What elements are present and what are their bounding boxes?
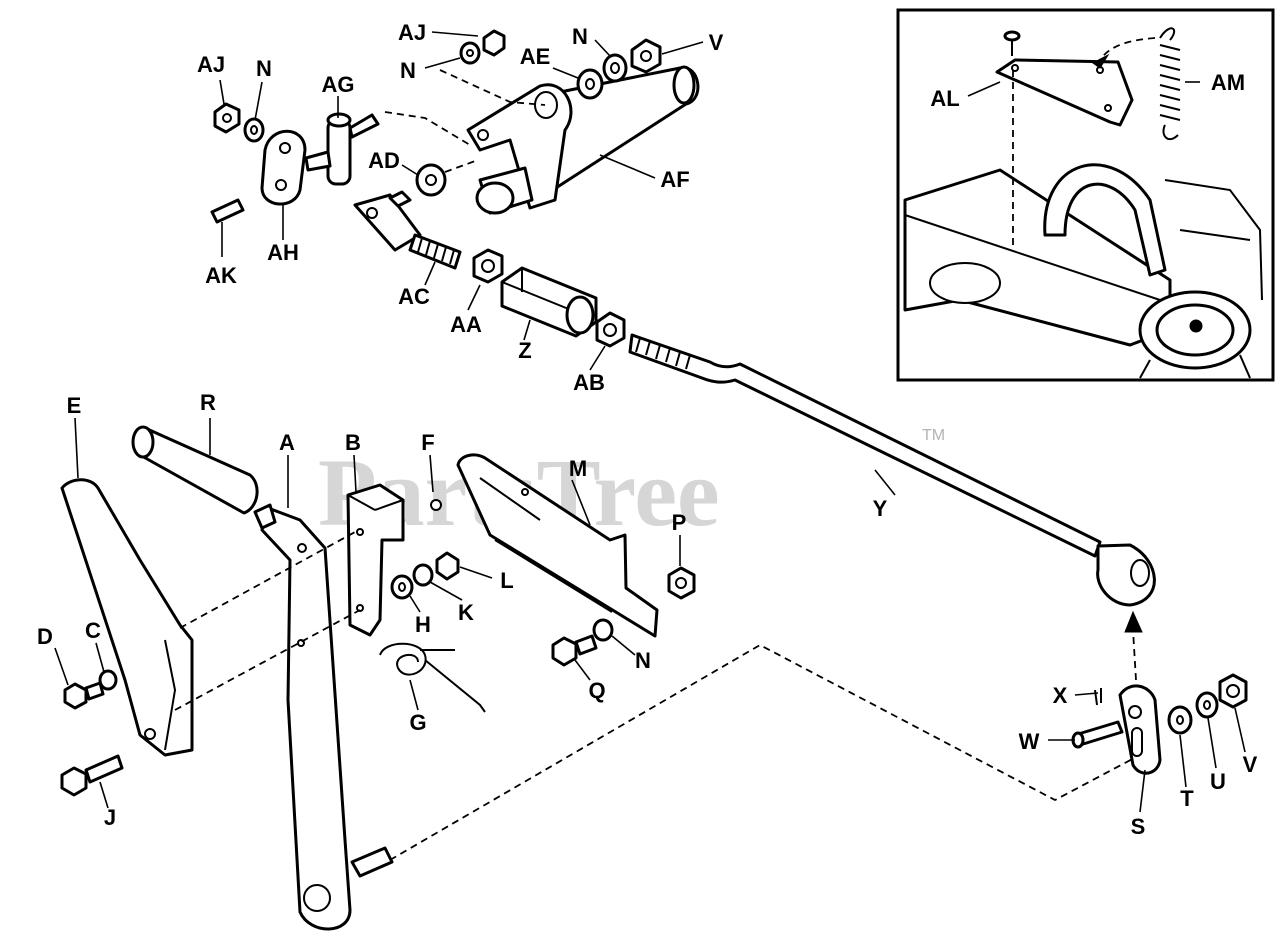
label-AC: AC bbox=[398, 284, 430, 309]
label-U: U bbox=[1210, 769, 1226, 794]
label-AE: AE bbox=[520, 44, 551, 69]
label-V-lower: V bbox=[1243, 752, 1258, 777]
label-AA: AA bbox=[450, 312, 482, 337]
label-AK: AK bbox=[205, 263, 237, 288]
label-N-lower: N bbox=[635, 648, 651, 673]
inset-detail: AL AM bbox=[896, 8, 1275, 382]
label-Y: Y bbox=[873, 496, 888, 521]
leader-lines bbox=[54, 31, 1246, 813]
label-AF: AF bbox=[660, 167, 689, 192]
label-B: B bbox=[345, 430, 361, 455]
label-J: J bbox=[104, 805, 116, 830]
watermark-trademark: TM bbox=[922, 427, 945, 444]
label-X: X bbox=[1053, 683, 1068, 708]
upper-shaft-assembly bbox=[210, 29, 700, 348]
label-N-right: N bbox=[572, 24, 588, 49]
label-V-top: V bbox=[709, 30, 724, 55]
label-G: G bbox=[409, 710, 426, 735]
lever-assembly bbox=[60, 425, 1141, 931]
link-S-hardware bbox=[1071, 610, 1248, 775]
label-E: E bbox=[67, 393, 82, 418]
label-AJ-left: AJ bbox=[197, 52, 225, 77]
rod-Y bbox=[628, 333, 1156, 607]
callout-labels: E R A B F M Y P D C J H K L G Q N X W S … bbox=[37, 20, 1258, 839]
label-R: R bbox=[200, 390, 216, 415]
label-AG: AG bbox=[322, 72, 355, 97]
label-D: D bbox=[37, 624, 53, 649]
label-AB: AB bbox=[573, 370, 605, 395]
label-P: P bbox=[672, 510, 687, 535]
label-F: F bbox=[421, 430, 434, 455]
label-AD: AD bbox=[368, 148, 400, 173]
label-K: K bbox=[458, 600, 474, 625]
label-T: T bbox=[1180, 786, 1194, 811]
label-AH: AH bbox=[267, 240, 299, 265]
label-AM: AM bbox=[1211, 70, 1245, 95]
label-C: C bbox=[85, 618, 101, 643]
label-Q: Q bbox=[588, 678, 605, 703]
label-M: M bbox=[569, 456, 587, 481]
label-N-left: N bbox=[256, 56, 272, 81]
label-A: A bbox=[279, 430, 295, 455]
label-AJ-top: AJ bbox=[398, 20, 426, 45]
label-AL: AL bbox=[930, 86, 959, 111]
label-L: L bbox=[500, 568, 513, 593]
label-S: S bbox=[1131, 814, 1146, 839]
label-Z: Z bbox=[518, 338, 531, 363]
label-N-top: N bbox=[400, 58, 416, 83]
label-W: W bbox=[1019, 729, 1040, 754]
label-H: H bbox=[415, 612, 431, 637]
